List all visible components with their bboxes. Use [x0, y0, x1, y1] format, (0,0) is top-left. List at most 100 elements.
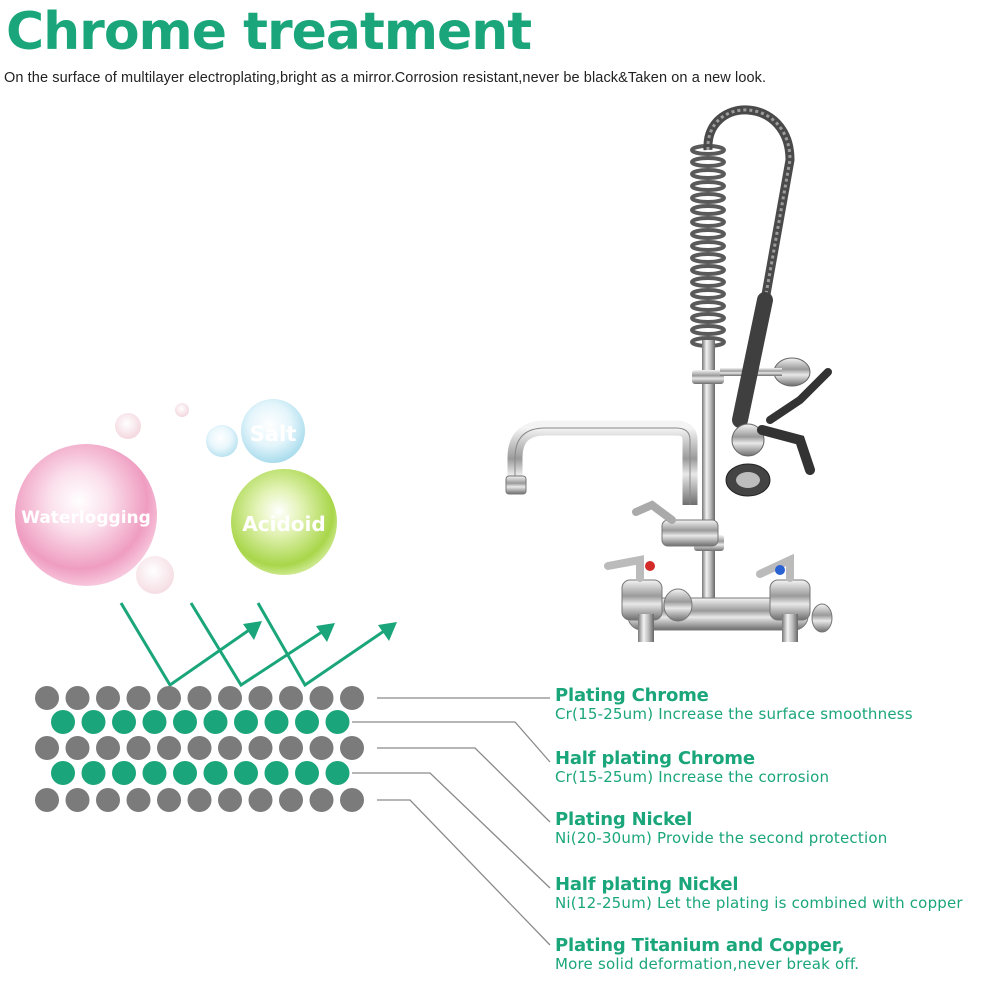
- plating-dot: [234, 710, 258, 734]
- layer-plating-titanium-copper: Plating Titanium and Copper, More solid …: [555, 935, 860, 973]
- layer-title: Plating Chrome: [555, 685, 709, 706]
- arrow-head: [243, 621, 262, 640]
- small-bubble: [206, 425, 238, 457]
- plating-dot: [203, 710, 228, 734]
- leader-line: [352, 721, 551, 763]
- plating-dot: [51, 761, 75, 785]
- plating-dot: [126, 686, 151, 710]
- plating-dot: [96, 736, 120, 760]
- plating-dot: [218, 736, 242, 760]
- plating-dot: [173, 710, 197, 734]
- salt-label: Salt: [250, 422, 297, 446]
- plating-dot: [112, 761, 136, 785]
- small-bubble: [175, 403, 189, 417]
- plating-dot: [142, 761, 167, 785]
- layer-plating-chrome: Plating Chrome Cr(15-25um) Increase the …: [555, 685, 913, 723]
- page-title: Chrome treatment: [6, 2, 532, 62]
- plating-dot: [96, 686, 120, 710]
- layer-title: Plating Nickel: [555, 809, 693, 830]
- plating-dot: [187, 736, 212, 760]
- layer-description: Cr(15-25um) Increase the surface smoothn…: [555, 704, 913, 723]
- cold-handle: [756, 553, 794, 582]
- arrow-path: [119, 602, 253, 688]
- salt-bubble: [241, 399, 305, 463]
- layer-title: Half plating Chrome: [555, 748, 755, 769]
- plating-dot: [65, 736, 90, 760]
- acidoid-label: Acidoid: [242, 512, 325, 536]
- layer-half-plating-nickel: Half plating Nickel Ni(12-25um) Let the …: [555, 874, 963, 912]
- plating-layers-grid: [35, 686, 364, 812]
- waterlogging-label: Waterlogging: [21, 508, 151, 528]
- plating-dot: [309, 788, 334, 812]
- layer-description: Cr(15-25um) Increase the corrosion: [555, 767, 830, 786]
- plating-dot: [248, 736, 273, 760]
- sprayer-trigger: [766, 368, 832, 424]
- plating-dot: [279, 736, 303, 760]
- plating-dot: [264, 710, 289, 734]
- plating-dot: [187, 788, 212, 812]
- spring-coil: [690, 144, 726, 348]
- plating-dot: [142, 710, 167, 734]
- plating-dot: [203, 761, 228, 785]
- plating-dot: [340, 686, 364, 710]
- sprayer-handle: [732, 292, 773, 428]
- plating-dot: [218, 686, 242, 710]
- plating-dot: [325, 761, 350, 785]
- layer-title: Half plating Nickel: [555, 874, 739, 895]
- leader-line: [352, 772, 551, 889]
- layer-plating-nickel: Plating Nickel Ni(20-30um) Provide the s…: [555, 809, 888, 847]
- layer-half-plating-chrome: Half plating Chrome Cr(15-25um) Increase…: [555, 748, 830, 786]
- plating-dot: [309, 736, 334, 760]
- acidoid-bubble: [231, 469, 337, 575]
- plating-dot: [187, 686, 212, 710]
- page-subtitle: On the surface of multilayer electroplat…: [4, 70, 767, 86]
- deflection-arrows: [119, 602, 397, 688]
- plating-dot: [157, 736, 181, 760]
- leader-line: [377, 799, 551, 946]
- small-bubble: [136, 556, 174, 594]
- faucet-image: [505, 105, 833, 642]
- plating-dot: [173, 761, 197, 785]
- layer-title: Plating Titanium and Copper,: [555, 935, 845, 956]
- plating-dot: [295, 761, 319, 785]
- plating-dot: [279, 686, 303, 710]
- leader-lines: [352, 697, 551, 946]
- plating-dot: [126, 736, 151, 760]
- plating-dot: [325, 710, 350, 734]
- small-bubble: [115, 413, 141, 439]
- plating-dot: [157, 788, 181, 812]
- plating-dot: [112, 710, 136, 734]
- layer-description: More solid deformation,never break off.: [555, 954, 860, 973]
- plating-dot: [96, 788, 120, 812]
- plating-dot: [340, 788, 364, 812]
- plating-dot: [35, 686, 59, 710]
- plating-dot: [340, 736, 364, 760]
- arrow-path: [189, 602, 326, 688]
- arrow-path: [256, 602, 388, 688]
- plating-dot: [234, 761, 258, 785]
- plating-dot: [264, 761, 289, 785]
- plating-dot: [248, 788, 273, 812]
- plating-dot: [218, 788, 242, 812]
- plating-dot: [81, 761, 106, 785]
- plating-dot: [65, 686, 90, 710]
- plating-dot: [51, 710, 75, 734]
- layer-description: Ni(12-25um) Let the plating is combined …: [555, 893, 963, 912]
- plating-dot: [126, 788, 151, 812]
- arrow-head: [316, 623, 335, 642]
- plating-dot: [279, 788, 303, 812]
- leader-line: [377, 747, 551, 823]
- arrow-head: [378, 622, 397, 641]
- hot-handle: [604, 555, 644, 582]
- plating-dot: [248, 686, 273, 710]
- layer-description: Ni(20-30um) Provide the second protectio…: [555, 828, 888, 847]
- plating-dot: [157, 686, 181, 710]
- plating-dot: [35, 736, 59, 760]
- plating-dot: [65, 788, 90, 812]
- plating-dot: [81, 710, 106, 734]
- plating-dot: [35, 788, 59, 812]
- plating-dot: [309, 686, 334, 710]
- plating-dot: [295, 710, 319, 734]
- waterlogging-bubble: [15, 444, 157, 586]
